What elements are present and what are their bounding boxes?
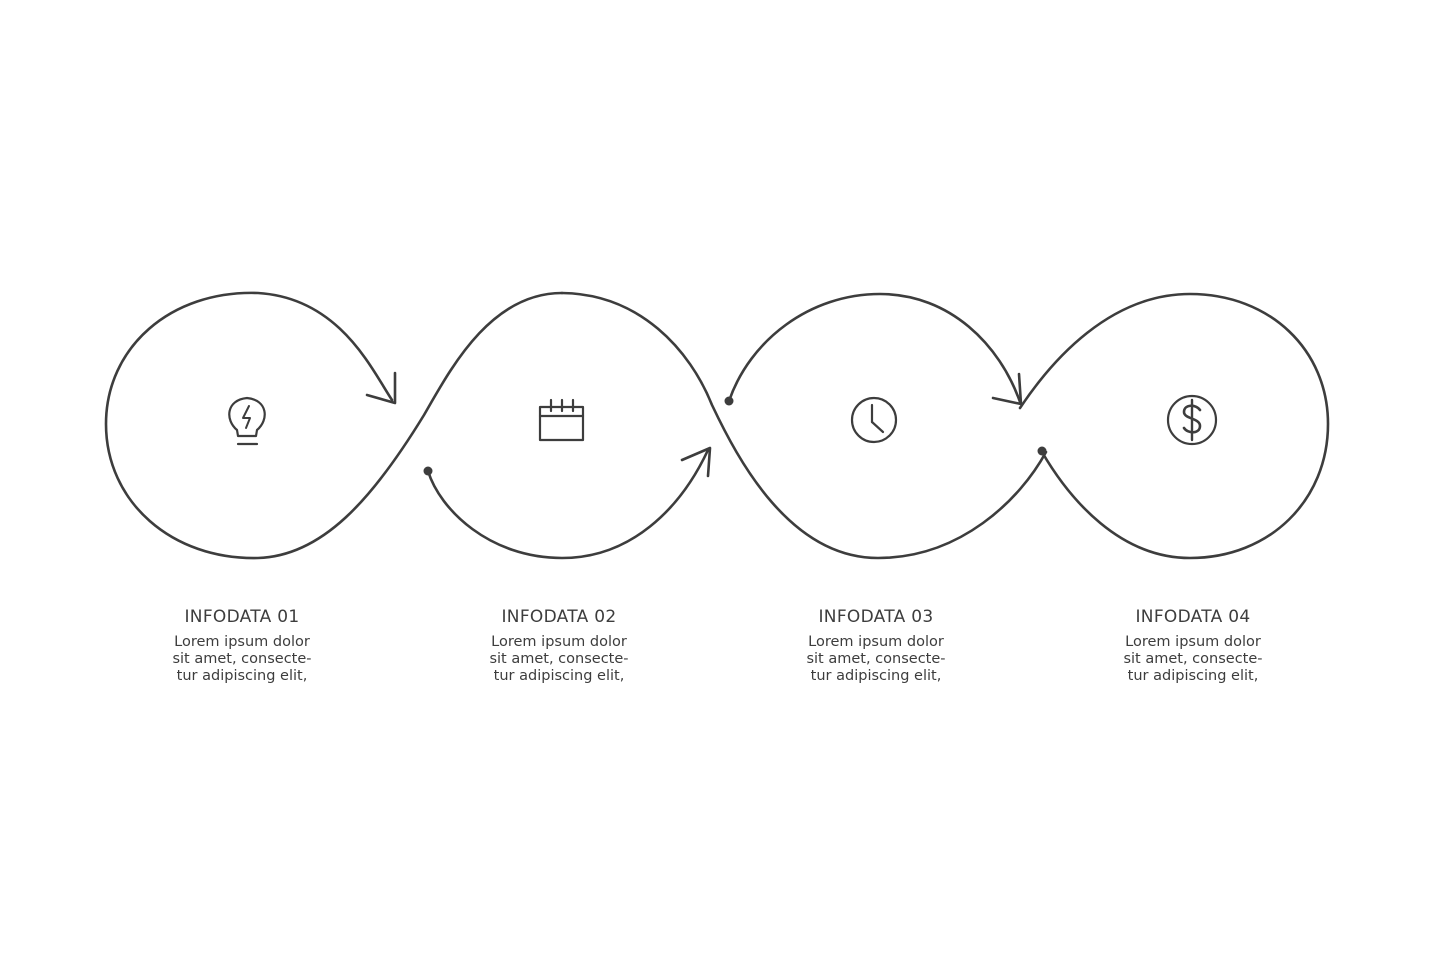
step-3-line-1: Lorem ipsum dolor	[808, 634, 944, 650]
step-1-line-1: Lorem ipsum dolor	[174, 634, 310, 650]
loop-3-path	[727, 292, 1022, 404]
calendar-icon	[538, 398, 585, 442]
step-3-description: Lorem ipsum dolor sit amet, consecte- tu…	[756, 634, 996, 685]
step-4-line-1: Lorem ipsum dolor	[1125, 634, 1261, 650]
step-4-description: Lorem ipsum dolor sit amet, consecte- tu…	[1073, 634, 1313, 685]
step-2-line-2: sit amet, consecte-	[489, 651, 629, 667]
step-2-text: INFODATA 02 Lorem ipsum dolor sit amet, …	[439, 604, 679, 685]
dollar-icon	[1166, 394, 1218, 446]
step-3-line-3: tur adipiscing elit,	[810, 668, 942, 684]
loop-2-arrowhead	[680, 446, 712, 478]
step-4-text: INFODATA 04 Lorem ipsum dolor sit amet, …	[1073, 604, 1313, 685]
step-1-text: INFODATA 01 Lorem ipsum dolor sit amet, …	[122, 604, 362, 685]
step-1-line-3: tur adipiscing elit,	[176, 668, 308, 684]
loop-2-path	[426, 448, 710, 560]
lightbulb-icon	[228, 396, 266, 446]
step-2-title: INFODATA 02	[501, 607, 617, 627]
step-3-text: INFODATA 03 Lorem ipsum dolor sit amet, …	[756, 604, 996, 685]
step-1-title: INFODATA 01	[184, 607, 300, 627]
step-2-description: Lorem ipsum dolor sit amet, consecte- tu…	[439, 634, 679, 685]
step-4-title: INFODATA 04	[1135, 607, 1251, 627]
clock-icon	[850, 396, 898, 444]
loop-1-path	[104, 291, 564, 560]
step-2-line-1: Lorem ipsum dolor	[491, 634, 627, 650]
loop-4-start-dot	[1037, 446, 1047, 456]
loop-1-arrowhead	[365, 371, 397, 405]
step-3-title: INFODATA 03	[818, 607, 934, 627]
step-1-description: Lorem ipsum dolor sit amet, consecte- tu…	[122, 634, 362, 685]
step-4-line-3: tur adipiscing elit,	[1127, 668, 1259, 684]
loop-3-arrowhead	[991, 372, 1023, 406]
step-2-line-3: tur adipiscing elit,	[493, 668, 625, 684]
step-3-line-2: sit amet, consecte-	[806, 651, 946, 667]
step-1-line-2: sit amet, consecte-	[172, 651, 312, 667]
loop-4-top-path	[1018, 292, 1330, 560]
step-4-line-2: sit amet, consecte-	[1123, 651, 1263, 667]
loop-2-top-path	[560, 291, 1048, 560]
